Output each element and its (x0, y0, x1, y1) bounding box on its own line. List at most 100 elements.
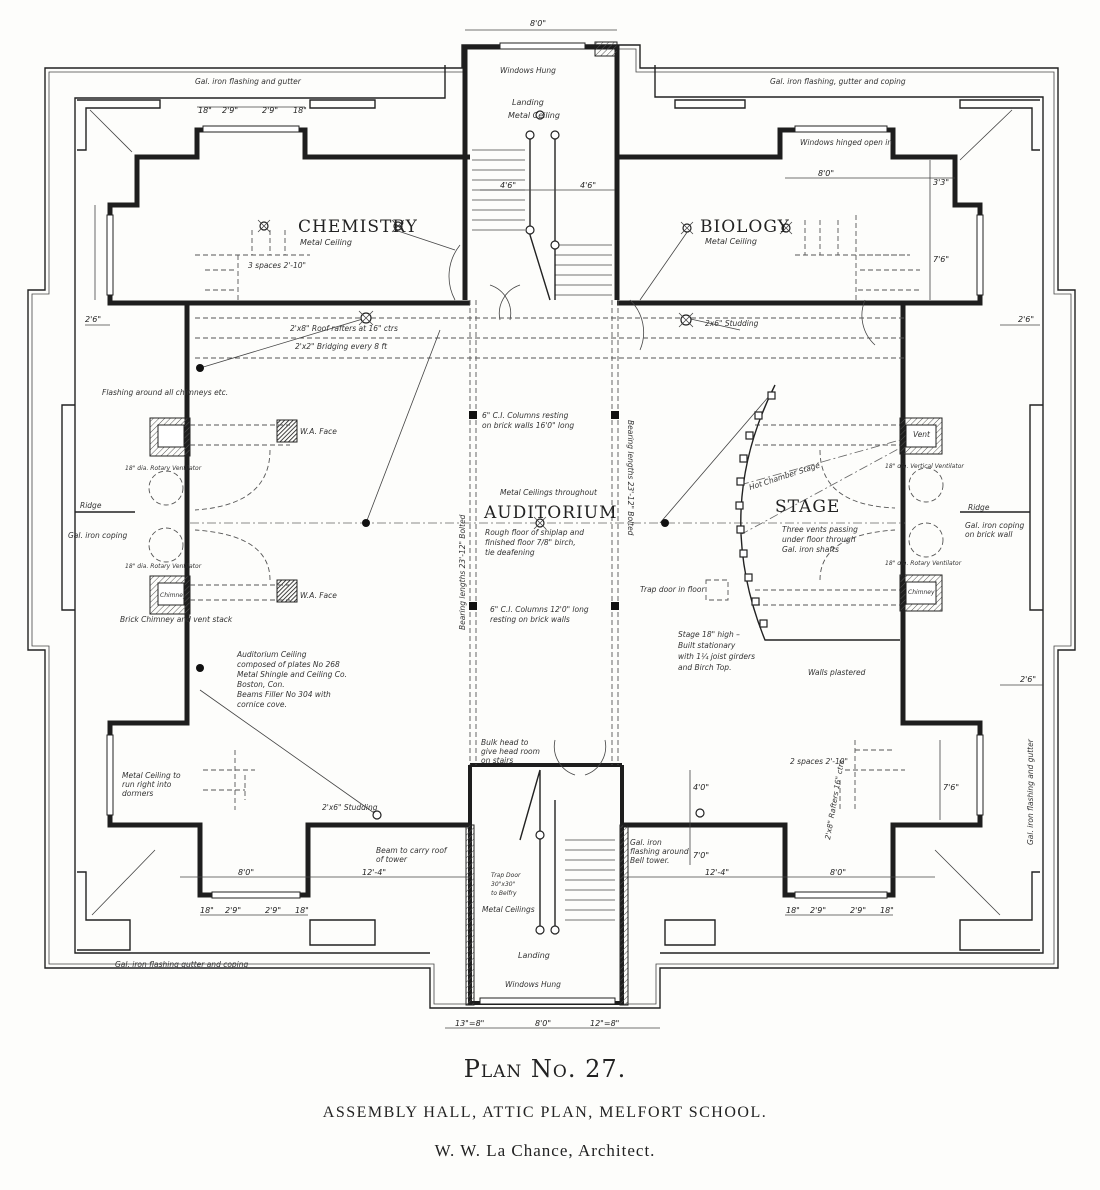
note: on stairs (481, 756, 513, 765)
column-icon (469, 602, 477, 610)
light-fixture-icon (535, 110, 545, 120)
note: 6" C.I. Columns 12'0" long (490, 605, 589, 614)
dimension: 13"=8" (455, 1019, 484, 1028)
wa-face-bottom (276, 579, 298, 603)
stair-rail (519, 769, 556, 930)
corner-returns (77, 99, 1040, 951)
note: 30"x30" (491, 881, 516, 888)
note: Bell tower. (630, 856, 669, 865)
footlight-icon (767, 391, 776, 400)
vent-ducts (190, 424, 900, 606)
note: Chimney (908, 589, 935, 596)
window-bottom-right (976, 734, 984, 816)
wa-face-top (276, 419, 298, 443)
room-chemistry: CHEMISTRY (298, 217, 418, 237)
light-fixture-icon (661, 519, 669, 527)
bell-tower-wall-right (619, 824, 629, 1006)
note: Built stationary (678, 641, 736, 650)
window-chemistry (202, 125, 300, 133)
newel-post (525, 130, 535, 140)
light-fixture-icon (196, 364, 204, 372)
dimension: 2'9" (265, 906, 281, 915)
top-tower-walls (462, 44, 620, 300)
window-bottom-left-bay (211, 891, 301, 899)
window-top-tower (499, 42, 586, 50)
biology-framing (795, 215, 920, 303)
dimension: 8'0" (530, 19, 546, 28)
footlight-icon (751, 597, 760, 606)
note: Windows Hung (505, 980, 561, 989)
auditorium-right-wall (622, 303, 983, 898)
light-fixture-icon (372, 810, 382, 820)
rotary-ventilator-icon (148, 527, 184, 563)
room-landing-bottom: Landing (518, 951, 550, 960)
door-arc (448, 244, 876, 776)
dimension: 2'9" (222, 106, 238, 115)
note: Stage 18" high – (678, 630, 740, 639)
dimension: 2'6" (1020, 675, 1036, 684)
dimension: 18" (295, 906, 309, 915)
window-biology-side (976, 214, 984, 296)
note: finished floor 7/8" birch, (485, 538, 576, 547)
roof-outline (27, 44, 1076, 1009)
flue (905, 581, 937, 605)
dimension: 7'0" (693, 851, 709, 860)
room-biology: BIOLOGY (700, 217, 790, 237)
plan-title: ASSEMBLY HALL, ATTIC PLAN, MELFORT SCHOO… (323, 1104, 767, 1121)
bell-tower-wall-left (465, 824, 475, 1006)
note: Ridge (968, 503, 990, 512)
dimension: 7'6" (943, 783, 959, 792)
light-fixture-icon (680, 221, 694, 235)
dimension: 4'0" (693, 783, 709, 792)
note: Ridge (80, 501, 102, 510)
note: Gal. iron flashing and gutter (1026, 738, 1035, 845)
dimension: 3'3" (933, 178, 949, 187)
vertical-ventilator-icon (908, 467, 944, 503)
note: Metal Shingle and Ceiling Co. (237, 670, 347, 679)
note: Bulk head to (481, 738, 529, 747)
note: Three vents passing (782, 525, 858, 534)
note: W.A. Face (300, 591, 337, 600)
note: 2'x8" Rafters 16" ctrs (823, 759, 846, 840)
note: of tower (376, 855, 408, 864)
dimension: 2'6" (1018, 315, 1034, 324)
caption: Plan No. 27. ASSEMBLY HALL, ATTIC PLAN, … (323, 1055, 767, 1160)
dimension: 2'9" (262, 106, 278, 115)
note: Windows hinged open in (800, 138, 892, 147)
hip-lines (89, 109, 1013, 916)
bottom-right-framing (839, 740, 905, 810)
window-bottom-tower (479, 997, 616, 1005)
note: 18" dia. Rotary Ventilator (885, 560, 962, 567)
light-fixture-icon (257, 219, 271, 233)
window-biology (794, 125, 888, 133)
newel-post (550, 925, 560, 935)
windows (106, 42, 984, 1005)
stairs-top (472, 130, 612, 301)
note: Gal. iron coping (965, 521, 1024, 530)
note: Metal Ceilings (482, 905, 535, 914)
footlight-icon (754, 411, 763, 420)
note: Metal Ceiling to (122, 771, 181, 780)
note: Flashing around all chimneys etc. (102, 388, 228, 397)
note: Gal. iron coping (68, 531, 127, 540)
dimension: 2'9" (225, 906, 241, 915)
note: Trap door in floor (640, 585, 705, 594)
rotary-ventilator-icon (908, 522, 944, 558)
note: Vent (913, 430, 931, 439)
note: Bearing lengths 23'-12" Bolted (626, 420, 635, 536)
note: Trap Door (491, 872, 521, 879)
note: 3 spaces 2'-10" (248, 261, 306, 270)
note: Brick Chimney and vent stack (120, 615, 233, 624)
note: to Belfry (491, 890, 517, 897)
flue (157, 424, 185, 448)
dimension-labels: 8'0" 4'6" 4'6" 8'0" 3'3" 7'6" 18" 2'9" 2… (85, 19, 1036, 1028)
room-auditorium: AUDITORIUM (483, 503, 617, 523)
dimension: 2'6" (85, 315, 101, 324)
column-icon (611, 602, 619, 610)
dimension: 8'0" (535, 1019, 551, 1028)
dimension: 18" (293, 106, 307, 115)
footlight-icon (759, 619, 768, 628)
flue (905, 424, 937, 448)
chemistry-framing (195, 230, 310, 303)
note: 2'x6" Studding (322, 803, 378, 812)
